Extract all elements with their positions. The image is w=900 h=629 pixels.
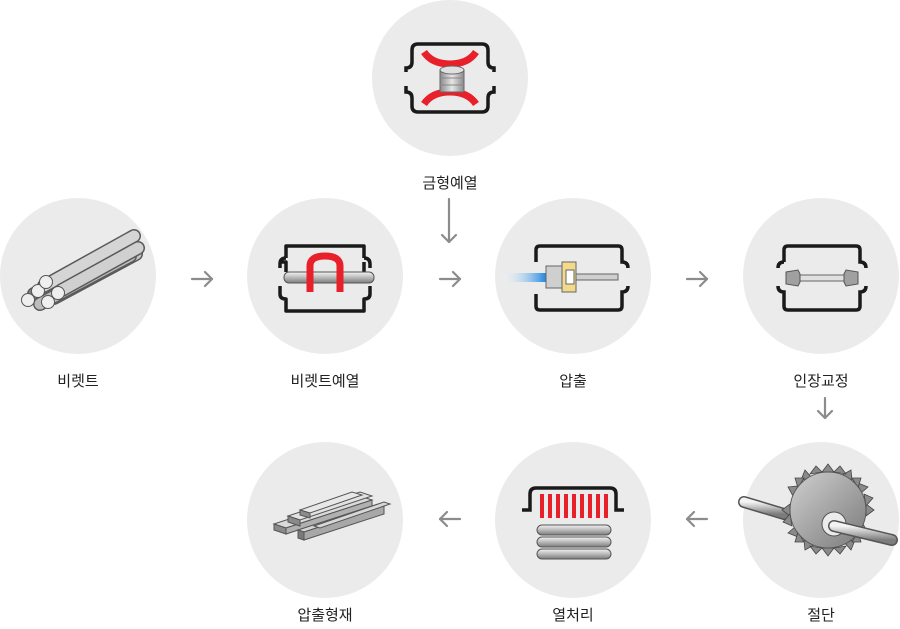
- arrow-billet-to-preheat: [190, 270, 214, 288]
- step-label-die-preheat: 금형예열: [422, 174, 478, 192]
- step-label-extruded-profile: 압출형재: [297, 606, 353, 624]
- billet-heater-icon: [278, 244, 375, 313]
- billet-bundle-icon: [21, 229, 145, 311]
- step-label-stretch-straighten: 인장교정: [793, 372, 849, 390]
- die-heater-icon: [404, 42, 496, 114]
- arrow-stretch-to-cutting: [816, 396, 834, 420]
- arrow-extrusion-to-stretch: [685, 270, 709, 288]
- saw-blade-icon: [738, 463, 898, 557]
- extrusion-press-icon: [500, 244, 630, 312]
- heat-oven-icon: [522, 486, 624, 560]
- step-label-billet: 비렛트: [57, 372, 99, 390]
- arrow-heat-to-profile: [438, 510, 462, 528]
- arrow-preheat-to-extrusion: [438, 270, 462, 288]
- arrow-die-preheat-to-extrusion: [440, 197, 458, 244]
- step-label-cutting: 절단: [807, 606, 835, 624]
- arrow-cutting-to-heat: [685, 510, 709, 528]
- extruded-profiles-icon: [272, 491, 392, 541]
- step-label-extrusion: 압출: [559, 372, 587, 390]
- step-label-heat-treatment: 열처리: [552, 606, 594, 624]
- stretcher-icon: [776, 244, 868, 312]
- step-label-billet-preheat: 비렛트예열: [290, 372, 360, 390]
- step-circle-heat-treatment: [495, 442, 651, 598]
